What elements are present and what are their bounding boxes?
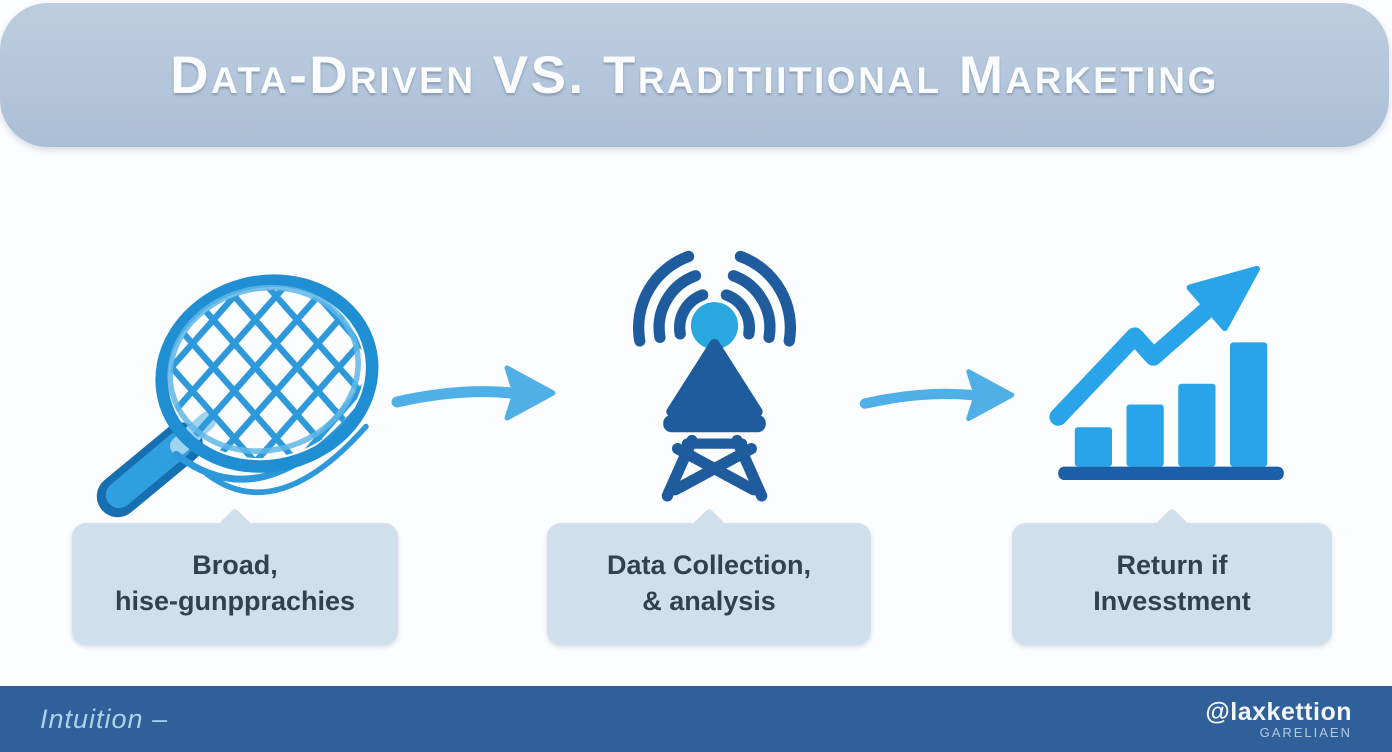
footer-caption: Intuition – [40,703,169,734]
label-box-broad-approaches: Broad, hise-gunpprachies [72,523,398,645]
page-title: Data-Driven VS. Traditiitional Marketing [170,45,1219,105]
right-arrow-svg [859,369,1015,422]
label-line: & analysis [642,586,776,616]
watermark-handle: @laxkettion [1205,697,1352,726]
fishing-net-svg [96,268,382,518]
label-line: Broad, [192,550,278,581]
label-line: Invesstment [1093,586,1251,616]
watermark-subtext: GARELIAEN [1259,724,1352,740]
right-arrow-svg [391,365,556,421]
label-box-return-on-investment: Return if Invesstment [1012,523,1332,645]
label-line: Return if [1116,550,1228,581]
growth-bar-chart-icon [1049,263,1290,487]
fishing-net-icon [92,262,400,520]
label-box-data-collection: Data Collection, & analysis [547,523,871,645]
broadcast-tower-icon [612,250,817,502]
right-arrow-icon [388,360,560,430]
growth-bar-chart-svg [1049,265,1284,481]
broadcast-tower-svg [632,250,797,502]
right-arrow-icon [855,364,1020,430]
label-line: Data Collection, [606,550,812,581]
header-banner: Data-Driven VS. Traditiitional Marketing [0,3,1389,147]
label-line: hise-gunpprachies [114,586,356,616]
watermark: @laxkettion GARELIAEN [1205,697,1352,740]
footer-bar: Intuition – @laxkettion GARELIAEN [0,686,1392,752]
